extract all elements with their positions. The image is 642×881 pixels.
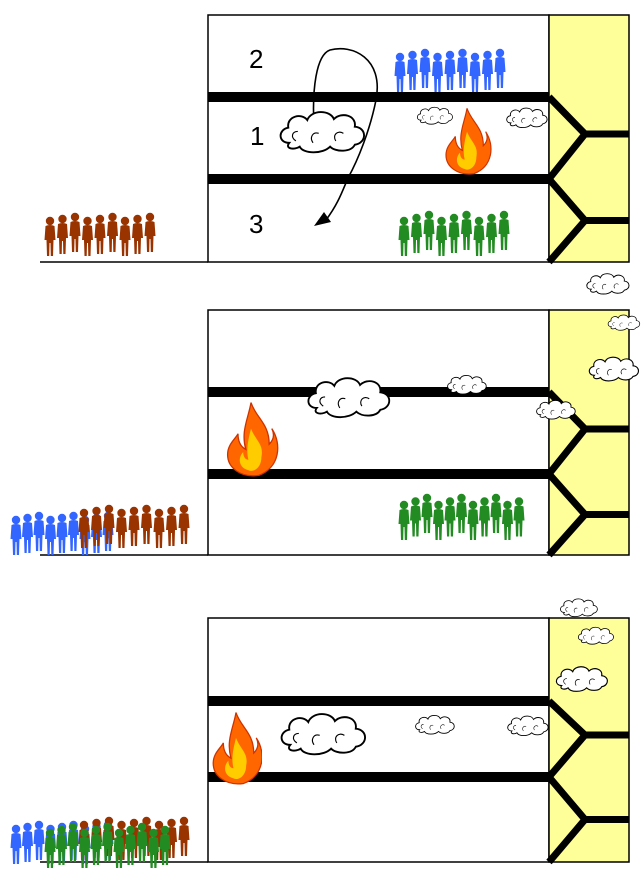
stair-path [544, 698, 629, 865]
person-figure [22, 822, 33, 862]
floor-label-1: 1 [250, 121, 264, 151]
person-figure [57, 214, 68, 254]
person-figure [67, 822, 79, 862]
person-figure [82, 216, 93, 256]
smoke-cloud [415, 714, 455, 735]
person-figure [44, 216, 56, 256]
person-figure [166, 506, 177, 546]
smoke-cloud [279, 110, 366, 154]
smoke-cloud [280, 712, 367, 756]
crowd-green [44, 822, 171, 868]
person-figure [94, 214, 106, 254]
escape-route-arrow [312, 47, 379, 221]
stairwell [548, 617, 630, 863]
person-figure [107, 212, 118, 252]
building-outline [207, 617, 550, 863]
floor-label-3: 3 [249, 209, 263, 239]
smoke-cloud [506, 107, 548, 129]
floor-slab [208, 174, 549, 184]
person-figure [56, 513, 68, 553]
person-figure [69, 212, 81, 252]
person-figure [132, 214, 143, 254]
person-figure [116, 508, 127, 548]
smoke-cloud [447, 374, 487, 395]
person-figure [68, 511, 79, 551]
smoke-cloud [536, 399, 576, 420]
smoke-cloud [416, 106, 453, 125]
smoke-cloud [607, 314, 641, 331]
person-figure [141, 504, 152, 544]
smoke-cloud [559, 598, 598, 618]
building-panel-3 [40, 617, 630, 865]
person-figure [144, 212, 156, 252]
floor-slab [208, 696, 549, 706]
floor-slab [208, 92, 549, 102]
person-figure [91, 506, 102, 546]
person-figure [119, 216, 131, 256]
smoke-cloud [555, 665, 609, 693]
stairwell [548, 14, 630, 263]
arrowhead [314, 212, 331, 226]
smoke-cloud [507, 715, 549, 737]
person-figure [33, 820, 45, 860]
person-figure [153, 508, 165, 548]
person-figure [10, 515, 22, 555]
stair-path [544, 94, 629, 265]
floor-slab [208, 469, 549, 479]
person-figure [10, 824, 22, 864]
crowd-brown [44, 212, 156, 256]
person-figure [22, 513, 33, 553]
smoke-cloud [588, 356, 640, 382]
person-figure [45, 515, 56, 555]
smoke-cloud [577, 626, 615, 645]
building-panel-1 [40, 14, 630, 265]
smoke-cloud [586, 273, 630, 295]
person-figure [178, 504, 190, 544]
person-figure [33, 511, 45, 551]
person-figure [178, 816, 190, 856]
crowd-brown [78, 504, 190, 548]
person-figure [128, 506, 140, 546]
floor-label-2: 2 [249, 44, 263, 74]
floor-slab [208, 772, 549, 782]
building-panel-2 [40, 309, 630, 558]
smoke-cloud [307, 377, 391, 419]
